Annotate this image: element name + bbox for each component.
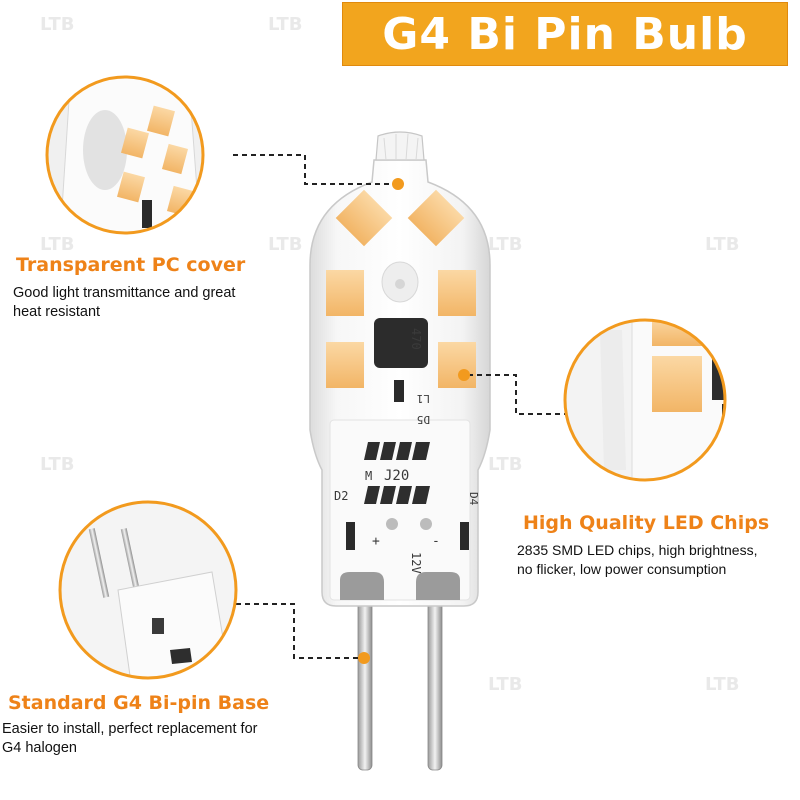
svg-text:+: + bbox=[372, 534, 380, 549]
svg-text:LTB: LTB bbox=[488, 234, 523, 255]
svg-text:LTB: LTB bbox=[268, 14, 303, 35]
led-chip bbox=[438, 270, 476, 316]
chips-description: 2835 SMD LED chips, high brightness, no … bbox=[517, 542, 758, 577]
callout-dots bbox=[358, 178, 470, 664]
svg-text:470: 470 bbox=[409, 328, 423, 350]
svg-text:M: M bbox=[365, 469, 372, 483]
watermarks: LTB LTB LTB LTB LTB LTB LTB LTB LTB LTB bbox=[40, 14, 740, 695]
base-description: Easier to install, perfect replacement f… bbox=[2, 721, 258, 756]
svg-text:LTB: LTB bbox=[40, 454, 75, 475]
right-pin bbox=[427, 584, 443, 771]
svg-text:12V: 12V bbox=[409, 552, 423, 574]
g4-bulb: 470 L1 D5 M J20 D2 D4 + - 12V bbox=[309, 131, 491, 771]
svg-text:D2: D2 bbox=[334, 489, 348, 503]
page-title: G4 Bi Pin Bulb bbox=[382, 8, 748, 60]
led-chip bbox=[438, 342, 476, 388]
callout-lines bbox=[233, 154, 565, 659]
cover-heading: Transparent PC cover bbox=[16, 254, 246, 276]
svg-text:J20: J20 bbox=[384, 468, 409, 484]
svg-text:L1: L1 bbox=[417, 392, 430, 405]
svg-text:-: - bbox=[432, 534, 440, 549]
cover-description: Good light transmittance and great heat … bbox=[13, 285, 236, 320]
svg-text:LTB: LTB bbox=[705, 234, 740, 255]
title-banner: G4 Bi Pin Bulb bbox=[342, 2, 788, 66]
svg-text:LTB: LTB bbox=[705, 674, 740, 695]
svg-text:LTB: LTB bbox=[488, 674, 523, 695]
svg-text:LTB: LTB bbox=[488, 454, 523, 475]
base-heading: Standard G4 Bi-pin Base bbox=[8, 692, 270, 714]
zoom-base bbox=[58, 500, 238, 680]
svg-text:LTB: LTB bbox=[268, 234, 303, 255]
svg-text:D5: D5 bbox=[417, 413, 430, 426]
pcb-logo bbox=[364, 442, 430, 504]
svg-text:D4: D4 bbox=[467, 492, 480, 506]
chips-heading: High Quality LED Chips bbox=[523, 512, 770, 534]
zoom-led-chips bbox=[563, 318, 727, 482]
left-pin bbox=[357, 584, 373, 771]
led-chip bbox=[326, 270, 364, 316]
zoom-cover bbox=[45, 75, 205, 235]
cover-tip bbox=[375, 131, 425, 161]
led-chip bbox=[326, 342, 364, 388]
svg-text:LTB: LTB bbox=[40, 14, 75, 35]
driver-chip bbox=[374, 318, 428, 368]
svg-text:LTB: LTB bbox=[40, 234, 75, 255]
